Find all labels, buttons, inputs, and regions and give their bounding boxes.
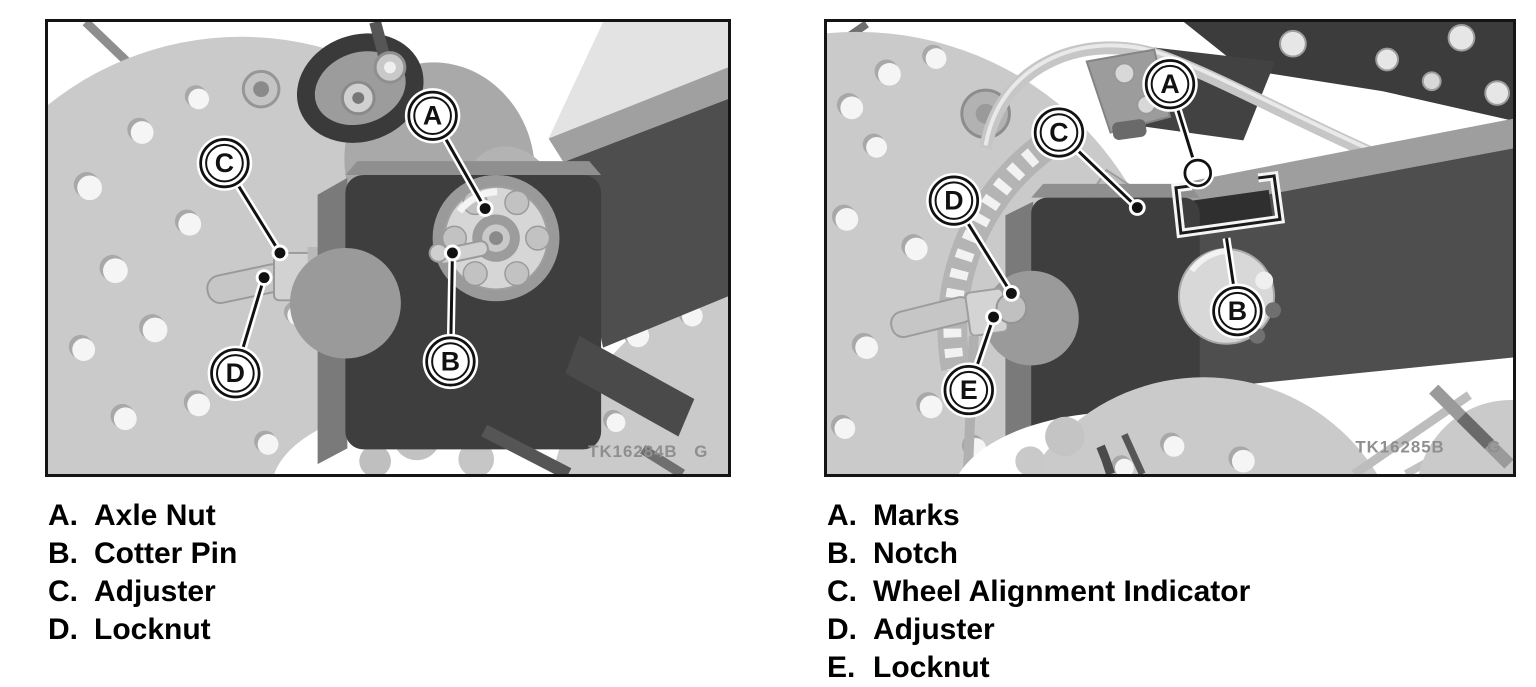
legend-label: Axle Nut xyxy=(94,499,216,532)
brake-disc-bottom-edge xyxy=(1030,377,1377,474)
stand-rod xyxy=(1429,384,1513,469)
legend-item: C. Wheel Alignment Indicator xyxy=(827,573,1250,611)
callout-a: A xyxy=(404,88,494,217)
legend-label: Cotter Pin xyxy=(94,537,238,570)
legend-item: B. Notch xyxy=(827,535,1250,573)
disc-corner-wedge xyxy=(1418,400,1513,474)
legend-item: D. Locknut xyxy=(48,611,237,649)
mark-ring xyxy=(1183,158,1213,188)
legend-left: A. Axle Nut B. Cotter Pin C. Adjuster D. Loc… xyxy=(48,497,237,649)
callout-c: C xyxy=(1031,104,1146,216)
legend-key: E. xyxy=(827,651,856,684)
callout-e: E xyxy=(941,308,1002,418)
legend-item: E. Locknut xyxy=(827,649,1250,687)
watermark: TK16284B xyxy=(588,442,677,461)
watermark: TK16285B xyxy=(1355,437,1444,456)
svg-text:D: D xyxy=(226,358,245,388)
disc-holes-bottom xyxy=(1111,432,1255,474)
legend-key: D. xyxy=(827,613,857,646)
swingarm-beam xyxy=(548,22,728,348)
legend-key: A. xyxy=(48,499,78,532)
legend-label: Adjuster xyxy=(94,575,216,608)
legend-label: Locknut xyxy=(873,651,990,684)
legend-label: Locknut xyxy=(94,613,211,646)
svg-text:C: C xyxy=(1049,117,1068,147)
disc-boss-center xyxy=(253,81,270,98)
svg-text:D: D xyxy=(944,186,963,216)
legend-label: Wheel Alignment Indicator xyxy=(873,575,1251,608)
chain-adjuster-block xyxy=(289,161,602,465)
svg-text:E: E xyxy=(960,375,978,405)
watermark-grade: G xyxy=(694,442,708,461)
left-diagram: TK16284B G A B C D xyxy=(48,22,728,474)
svg-text:B: B xyxy=(441,346,460,376)
legend-key: C. xyxy=(827,575,857,608)
legend-item: C. Adjuster xyxy=(48,573,237,611)
axle-nut xyxy=(441,185,551,291)
legend-item: B. Cotter Pin xyxy=(48,535,237,573)
hub-parts xyxy=(1015,416,1085,474)
torque-link xyxy=(296,22,424,143)
legend-item: A. Axle Nut xyxy=(48,497,237,535)
right-diagram: TK16285B G A B C D E xyxy=(827,22,1513,474)
figure-right-panel: TK16285B G A B C D E xyxy=(824,19,1516,477)
legend-item: D. Adjuster xyxy=(827,611,1250,649)
callout-d: D xyxy=(207,269,273,401)
figure-left-panel: TK16284B G A B C D xyxy=(45,19,731,477)
legend-key: D. xyxy=(48,613,78,646)
callout-b: B xyxy=(1209,237,1266,339)
legend-key: A. xyxy=(827,499,857,532)
legend-key: B. xyxy=(48,537,78,570)
legend-item: A. Marks xyxy=(827,497,1250,535)
callout-c: C xyxy=(196,135,289,262)
legend-key: C. xyxy=(48,575,78,608)
chain-and-rods xyxy=(481,335,695,474)
callout-b: B xyxy=(422,244,479,390)
legend-key: B. xyxy=(827,537,857,570)
watermark-grade: G xyxy=(1487,437,1501,456)
disc-holes xyxy=(68,85,309,455)
legend-right: A. Marks B. Notch C. Wheel Alignment Indica… xyxy=(827,497,1250,687)
legend-label: Adjuster xyxy=(873,613,995,646)
callout-a: A xyxy=(1142,56,1215,190)
legend-label: Marks xyxy=(873,499,960,532)
svg-text:C: C xyxy=(215,148,234,178)
sensor-cable xyxy=(1096,433,1146,474)
svg-text:A: A xyxy=(1160,69,1179,99)
svg-text:B: B xyxy=(1228,296,1247,326)
notch-bracket xyxy=(1171,171,1286,239)
legend-label: Notch xyxy=(873,537,958,570)
callout-d: D xyxy=(926,172,1020,302)
svg-text:A: A xyxy=(423,101,442,131)
